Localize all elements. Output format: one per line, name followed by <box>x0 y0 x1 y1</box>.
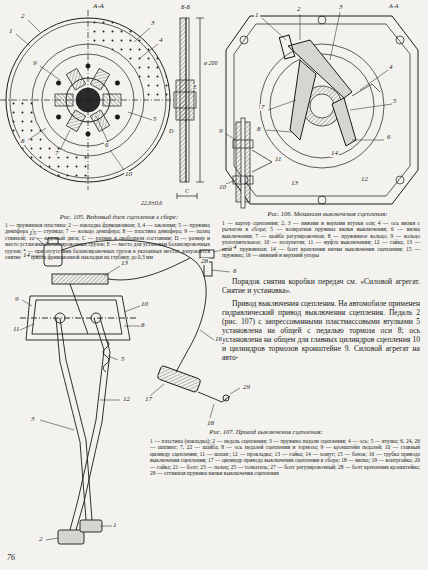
callout-number: 6 <box>232 268 238 275</box>
dimension-label: ø 200 <box>203 60 219 66</box>
dimension-label: 22,6±0,6 <box>140 200 163 206</box>
callout-number: 16 <box>214 336 223 343</box>
figure-caption: Рис. 107. Привод выключения сцепления: <box>166 428 366 436</box>
body-text: Порядок снятия коробки передач см. «Сило… <box>222 278 420 296</box>
driven-disk <box>0 10 176 190</box>
callout-number: 13 <box>120 260 129 267</box>
figure-legend: 1 — картер сцепления; 2, 3 — нижняя и ве… <box>222 220 420 259</box>
dimension-label: D <box>168 128 174 134</box>
callout-number: 10 <box>140 301 149 308</box>
release-fork <box>279 35 380 146</box>
clutch-housing <box>226 16 418 204</box>
callout-number: 2 <box>20 13 26 20</box>
callout-number: 8 <box>140 322 146 329</box>
callout-number: 13 <box>290 180 299 187</box>
callout-number: 4 <box>388 64 394 71</box>
callout-number: 6 <box>386 134 392 141</box>
disk-section <box>174 18 204 199</box>
callout-number: 14 <box>22 252 31 259</box>
callout-number: 3 <box>30 416 36 423</box>
callout-number: 18 <box>206 420 215 427</box>
callout-number: 6 <box>104 142 110 149</box>
figure-legend: 1 — пластина (накладка); 2 — педаль сцеп… <box>150 438 420 477</box>
callout-number: 10 <box>124 171 133 178</box>
callout-number: 2 <box>38 536 44 543</box>
figure-legend: 1 — пружинная пластина; 2 — накладка фри… <box>5 222 210 261</box>
callout-number: 7 <box>260 104 266 111</box>
hydraulic-line <box>62 240 230 402</box>
callout-number: 15 <box>28 230 37 237</box>
callout-number: 2 <box>296 6 302 13</box>
dimension-label: С <box>184 188 190 194</box>
callout-number: 9 <box>32 60 38 67</box>
callout-number: 12 <box>360 176 369 183</box>
pedal-assembly <box>20 238 138 544</box>
callout-number: 29 <box>242 384 251 391</box>
callout-number: 11 <box>274 156 282 163</box>
callout-number: 12 <box>122 396 131 403</box>
callout-number: 1 <box>254 12 260 19</box>
callout-number: 5 <box>152 116 158 123</box>
callout-number: 8 <box>256 126 262 133</box>
leader-lines <box>226 12 392 184</box>
callout-number: 3 <box>150 20 156 27</box>
dimension-label: Е <box>192 84 198 90</box>
figure-caption: Рис. 106. Механизм выключения сцепления: <box>240 210 415 218</box>
callout-number: 4 <box>158 37 164 44</box>
figure-caption: Рис. 105. Ведомый диск сцепления в сборе… <box>30 213 208 221</box>
callout-number: 4 <box>232 244 238 251</box>
callout-number: 14 <box>330 150 339 157</box>
section-mark: А-А <box>92 3 105 10</box>
page-number: 76 <box>6 554 16 562</box>
callout-number: 8 <box>20 138 26 145</box>
section-mark: Б-Б <box>180 4 191 10</box>
body-text: Привод выключения сцепления. На автомоби… <box>222 300 420 363</box>
callout-number: 5 <box>392 98 398 105</box>
section-mark: А-А <box>388 3 399 9</box>
fork-shaft-detail <box>233 118 272 208</box>
leader-lines <box>20 236 240 540</box>
callout-number: 9 <box>14 296 20 303</box>
callout-number: 28 <box>200 258 209 265</box>
callout-number: 5 <box>120 356 126 363</box>
callout-number: 9 <box>218 128 224 135</box>
callout-number: 1 <box>8 28 14 35</box>
leader-lines <box>16 20 158 170</box>
callout-number: 11 <box>12 326 20 333</box>
callout-number: 7 <box>54 150 60 157</box>
callout-number: 17 <box>144 396 153 403</box>
callout-number: 10 <box>218 184 227 191</box>
callout-number: 3 <box>338 4 344 11</box>
callout-number: 1 <box>112 522 118 529</box>
